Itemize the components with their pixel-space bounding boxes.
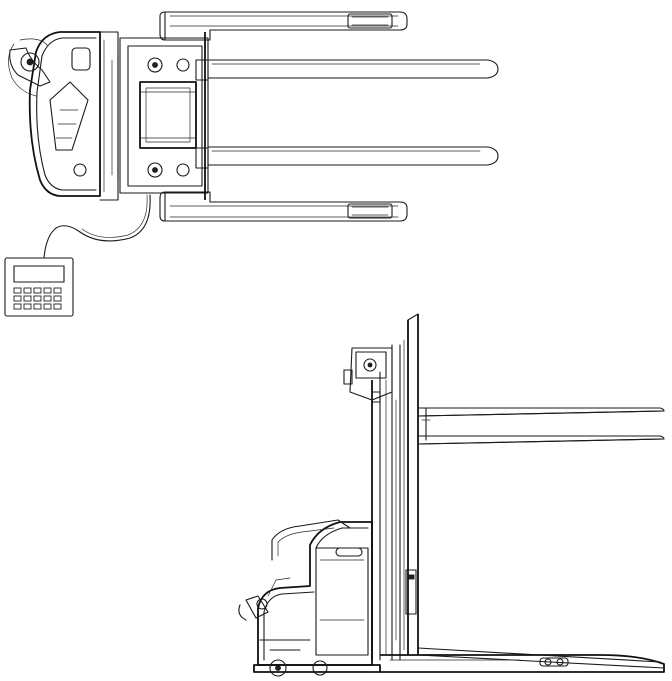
side-forks-raised	[417, 407, 665, 445]
control-terminal-icon	[4, 257, 74, 317]
top-support-leg-upper	[159, 11, 408, 41]
top-fork-lower	[207, 146, 499, 166]
top-carriage	[111, 32, 209, 200]
top-support-leg-lower	[159, 191, 408, 222]
top-view	[8, 11, 499, 259]
keypad-icon	[13, 287, 62, 310]
top-drive-unit	[8, 31, 119, 201]
side-support-legs	[380, 647, 665, 673]
side-mast	[343, 313, 419, 661]
side-view	[238, 313, 665, 677]
top-fork-upper	[207, 59, 499, 79]
terminal-cable	[43, 194, 151, 259]
side-truck-body	[238, 519, 381, 677]
